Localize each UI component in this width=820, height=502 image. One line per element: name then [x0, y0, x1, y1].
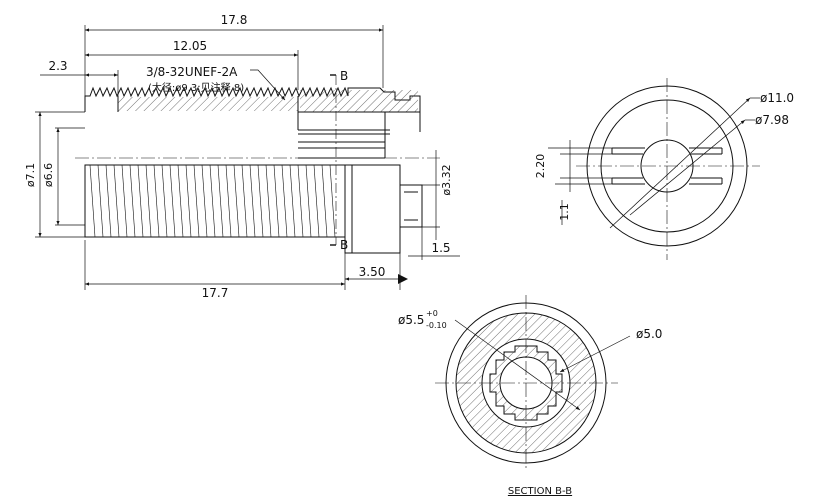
- dim-dia-7-1: ø7.1: [24, 163, 37, 187]
- dim-slot-1-1: 1.1: [558, 203, 571, 221]
- thread-top-profile: [84, 86, 421, 112]
- dim-tip: 1.5: [431, 241, 450, 255]
- section-mark-top: B: [340, 69, 348, 83]
- collar-hatch: [300, 90, 418, 112]
- top-section-hatch: [118, 97, 298, 111]
- dim-overall-bottom: 17.7: [202, 286, 229, 300]
- section-b-b: [435, 295, 618, 470]
- dim-overall-top: 17.8: [221, 13, 248, 27]
- section-mark-bottom: B: [340, 238, 348, 252]
- arrow-3-50: [398, 274, 408, 284]
- thread-note: (大径:ø9.3;见注释 8): [148, 81, 244, 94]
- dim-thread-length: 12.05: [173, 39, 207, 53]
- dim-sec-dia-5-0: ø5.0: [636, 327, 662, 341]
- end-slot-top: [612, 147, 722, 155]
- dim-sec-dia-main: ø5.5: [398, 313, 424, 327]
- section-title: SECTION B-B: [508, 486, 572, 497]
- dim-sec-dia-sup: +0: [426, 309, 438, 318]
- dim-slot-2-20: 2.20: [534, 154, 547, 179]
- dim-end-dia-11: ø11.0: [760, 91, 794, 105]
- thread-bottom-lines: [89, 164, 336, 238]
- end-slot-bottom: [612, 177, 722, 185]
- collar-bottom: [344, 164, 401, 254]
- dim-dia-6-6: ø6.6: [42, 163, 55, 187]
- dim-collar: 3.50: [359, 265, 386, 279]
- dim-end-dia-7-98: ø7.98: [755, 113, 789, 127]
- thread-spec: 3/8-32UNEF-2A: [146, 65, 238, 79]
- tip-bottom: [399, 184, 423, 228]
- side-view: [75, 74, 440, 254]
- end-view: [576, 78, 760, 260]
- dim-dia-3-32: ø3.32: [440, 164, 453, 195]
- dim-sec-dia-sub: -0.10: [426, 321, 447, 330]
- thread-bottom-body: [84, 164, 346, 238]
- dim-left-offset: 2.3: [48, 59, 67, 73]
